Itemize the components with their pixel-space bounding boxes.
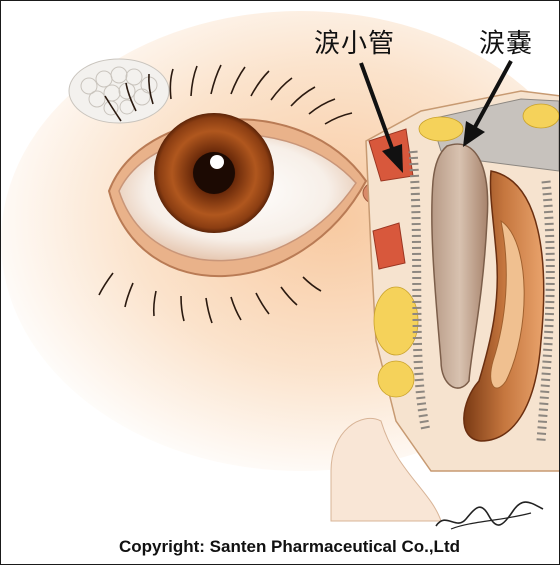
lacrimal-gland xyxy=(69,59,169,123)
canaliculus-label: 涙小管 xyxy=(314,23,395,60)
copyright-notice: Copyright: Santen Pharmaceutical Co.,Ltd xyxy=(119,537,460,557)
pupil-highlight xyxy=(210,155,224,169)
artist-signature xyxy=(431,491,551,536)
lacrimal-sac-label: 涙嚢 xyxy=(479,23,533,60)
